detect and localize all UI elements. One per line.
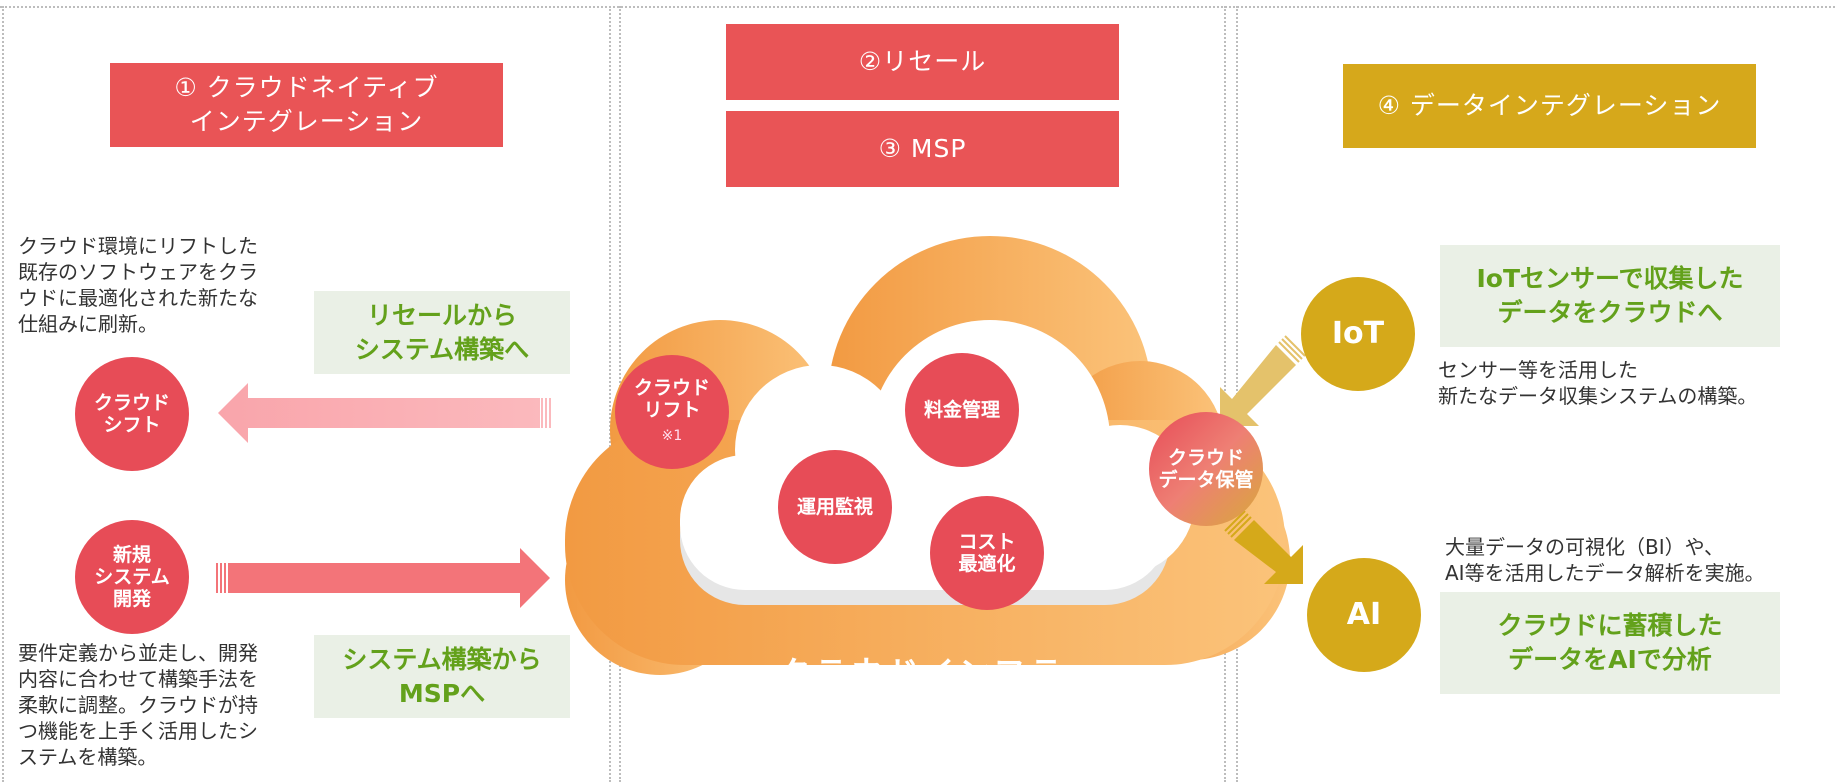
circle-cost-optimization: コスト 最適化 bbox=[930, 496, 1044, 610]
cloud-infra-label: クラウドインフラ bbox=[778, 654, 1066, 692]
column-divider-left bbox=[2, 6, 4, 782]
circle-billing-management: 料金管理 bbox=[905, 353, 1019, 467]
cloud-lift-label: クラウド リフト bbox=[633, 377, 710, 421]
label-system-to-msp: システム構築から MSPへ bbox=[314, 635, 570, 718]
header-resale: ②リセール bbox=[726, 24, 1119, 100]
circle-iot: IoT bbox=[1301, 277, 1415, 391]
header-data-integration: ④ データインテグレーション bbox=[1343, 64, 1756, 148]
cloud-data-storage-bg bbox=[1149, 412, 1263, 526]
label-resale-to-system: リセールから システム構築へ bbox=[314, 291, 570, 374]
arrow-right-red bbox=[216, 548, 550, 608]
left-description-bottom: 要件定義から並走し、開発 内容に合わせて構築手法を 柔軟に調整。クラウドが持 つ… bbox=[18, 641, 258, 769]
arrow-storage-to-ai bbox=[1224, 510, 1303, 584]
circle-cloud-data-storage: クラウド データ保管 bbox=[1158, 447, 1254, 491]
top-divider bbox=[0, 6, 1835, 8]
header-cloud-native: ① クラウドネイティブ インテグレーション bbox=[110, 63, 503, 147]
header-msp: ③ MSP bbox=[726, 111, 1119, 187]
circle-operation-monitoring: 運用監視 bbox=[778, 450, 892, 564]
circle-ai: AI bbox=[1307, 558, 1421, 672]
label-iot-to-cloud: IoTセンサーで収集した データをクラウドへ bbox=[1440, 245, 1780, 347]
column-divider-1 bbox=[609, 6, 611, 782]
circle-cloud-shift: クラウド シフト bbox=[75, 357, 189, 471]
circle-cloud-lift: クラウド リフト ※1 bbox=[615, 355, 729, 469]
arrow-iot-to-storage bbox=[1220, 335, 1306, 426]
arrow-left-pink bbox=[218, 383, 551, 443]
circle-new-system-development: 新規 システム 開発 bbox=[75, 520, 189, 634]
label-ai-analysis: クラウドに蓄積した データをAIで分析 bbox=[1440, 592, 1780, 694]
iot-description: センサー等を活用した 新たなデータ収集システムの構築。 bbox=[1438, 358, 1758, 408]
cloud-lift-note: ※1 bbox=[661, 428, 683, 444]
left-description-top: クラウド環境にリフトした 既存のソフトウェアをクラ ウドに最適化された新たな 仕… bbox=[18, 234, 258, 336]
ai-description: 大量データの可視化（BI）や、 AI等を活用したデータ解析を実施。 bbox=[1445, 535, 1765, 585]
